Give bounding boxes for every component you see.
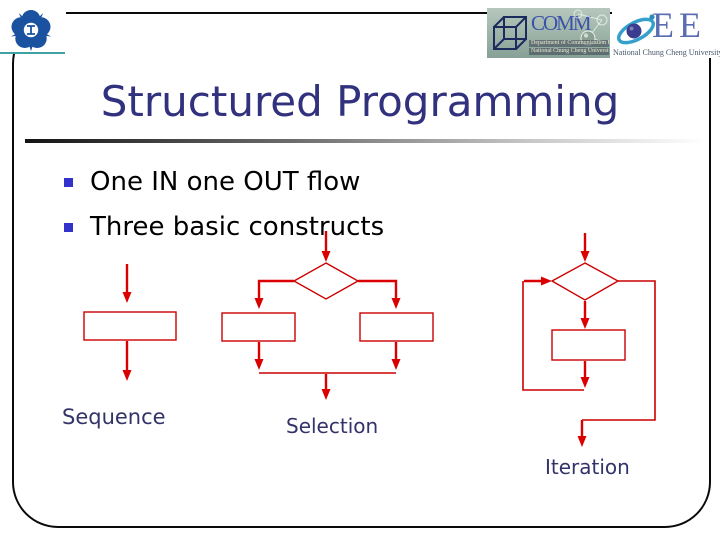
- comm-department-banner: COMM Department of Communication Enginee…: [487, 8, 610, 58]
- comm-banner-subtext: Department of Communication Engineering …: [529, 40, 609, 56]
- iteration-label: Iteration: [545, 455, 630, 479]
- bullet-item-2: Three basic constructs: [64, 212, 384, 242]
- atom-swoosh-icon: [617, 14, 655, 45]
- ee-banner-subtext: National Chung Cheng University: [613, 48, 720, 57]
- title-underline: [25, 139, 705, 143]
- sequence-label: Sequence: [62, 405, 166, 429]
- ee-department-banner: EE National Chung Cheng University: [612, 5, 720, 58]
- slide-border: [12, 12, 711, 528]
- wireframe-cube-icon: [493, 16, 527, 50]
- sequence-flowchart: [83, 264, 177, 381]
- university-emblem-icon: [11, 10, 51, 51]
- iteration-flowchart: [522, 233, 656, 447]
- selection-label: Selection: [286, 414, 379, 438]
- selection-flowchart: [221, 231, 434, 400]
- bullet-text: One IN one OUT flow: [90, 167, 361, 197]
- bullet-item-1: One IN one OUT flow: [64, 167, 360, 197]
- teal-divider-line: [0, 52, 65, 54]
- comm-subtext-line2: National Chung Cheng University: [529, 48, 609, 55]
- bullet-square-icon: [64, 178, 73, 187]
- bullet-square-icon: [64, 223, 73, 232]
- ee-logo-text: EE: [652, 5, 706, 45]
- bullet-text: Three basic constructs: [90, 212, 385, 242]
- page-title: Structured Programming: [100, 77, 620, 126]
- comm-subtext-line1: Department of Communication Engineering: [529, 40, 609, 47]
- emblem-area: [0, 0, 66, 52]
